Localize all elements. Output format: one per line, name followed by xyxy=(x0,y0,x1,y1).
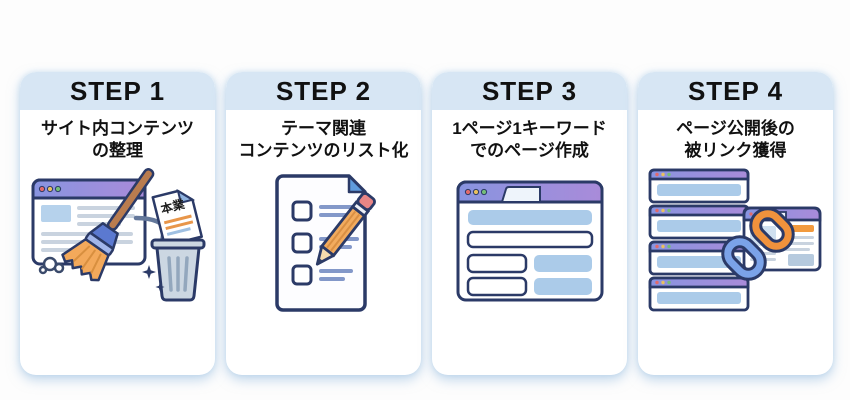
step-4-title-line1: ページ公開後の xyxy=(676,119,795,138)
traffic-dot-yellow-icon xyxy=(46,186,53,193)
traffic-dot-red-icon xyxy=(464,189,471,196)
form-empty-bar xyxy=(466,230,593,249)
step-4-label: STEP 4 xyxy=(687,75,784,106)
step-2-title-line1: テーマ関連 xyxy=(281,119,366,138)
step-cards-row: STEP 1 サイト内コンテンツ の整理 xyxy=(20,72,833,375)
checklist-document-icon xyxy=(274,174,367,312)
backlink-illustration xyxy=(648,168,821,312)
step-4-header-badge: STEP 4 xyxy=(638,72,833,110)
discarded-document-icon: 本業 xyxy=(151,189,203,248)
form-filled-box xyxy=(533,278,592,296)
traffic-dot-green-icon xyxy=(54,186,61,193)
browser-window-icon xyxy=(456,180,603,302)
step-card-1: STEP 1 サイト内コンテンツ の整理 xyxy=(20,72,215,375)
step-3-title-line2: でのページ作成 xyxy=(470,141,589,161)
webpage-form-illustration xyxy=(456,180,603,302)
checkbox-icon xyxy=(291,200,312,286)
step-card-2: STEP 2 テーマ関連 コンテンツのリスト化 xyxy=(226,72,421,375)
dust-puff-icon xyxy=(38,256,64,275)
step-2-header-badge: STEP 2 xyxy=(226,72,421,110)
form-filled-box xyxy=(533,255,592,273)
step-1-title: サイト内コンテンツ の整理 xyxy=(20,118,215,162)
traffic-dot-green-icon xyxy=(480,189,487,196)
page-stack-icon xyxy=(648,168,749,312)
step-1-header-badge: STEP 1 xyxy=(20,72,215,110)
step-4-title: ページ公開後の 被リンク獲得 xyxy=(638,118,833,162)
step-4-illustration xyxy=(638,162,833,375)
step-3-header-badge: STEP 3 xyxy=(432,72,627,110)
step-1-title-line1: サイト内コンテンツ xyxy=(41,119,194,138)
document-label: 本業 xyxy=(159,196,187,217)
form-empty-box xyxy=(466,276,527,297)
trash-can-icon xyxy=(150,238,205,302)
step-1-label: STEP 1 xyxy=(69,75,166,106)
pencil-icon xyxy=(315,192,376,266)
step-2-title-line2: コンテンツのリスト化 xyxy=(238,141,409,161)
browser-tab-icon xyxy=(500,186,541,204)
step-4-title-line2: 被リンク獲得 xyxy=(684,141,787,161)
form-filled-bar xyxy=(467,210,592,226)
step-2-illustration xyxy=(226,162,421,375)
step-2-label: STEP 2 xyxy=(275,75,372,106)
traffic-dot-yellow-icon xyxy=(472,189,479,196)
step-2-title: テーマ関連 コンテンツのリスト化 xyxy=(226,118,421,162)
checklist-illustration xyxy=(274,174,376,312)
step-3-label: STEP 3 xyxy=(481,75,578,106)
sparkle-icon xyxy=(141,265,165,292)
stacked-page-icon xyxy=(648,276,749,312)
step-card-3: STEP 3 1ページ1キーワード でのページ作成 xyxy=(432,72,627,375)
step-1-illustration: 本業 xyxy=(20,162,215,375)
step-3-title: 1ページ1キーワード でのページ作成 xyxy=(432,118,627,162)
step-3-title-line1: 1ページ1キーワード xyxy=(452,119,607,138)
step-card-4: STEP 4 ページ公開後の 被リンク獲得 xyxy=(638,72,833,375)
traffic-dot-red-icon xyxy=(38,186,45,193)
chain-link-icon xyxy=(720,207,795,281)
sweep-website-illustration: 本業 xyxy=(31,168,205,302)
stacked-page-icon xyxy=(648,168,749,204)
form-empty-box xyxy=(466,253,527,274)
broom-icon xyxy=(60,168,154,282)
stacked-page-icon xyxy=(648,204,749,240)
step-1-title-line2: の整理 xyxy=(92,141,143,161)
step-3-illustration xyxy=(432,162,627,375)
